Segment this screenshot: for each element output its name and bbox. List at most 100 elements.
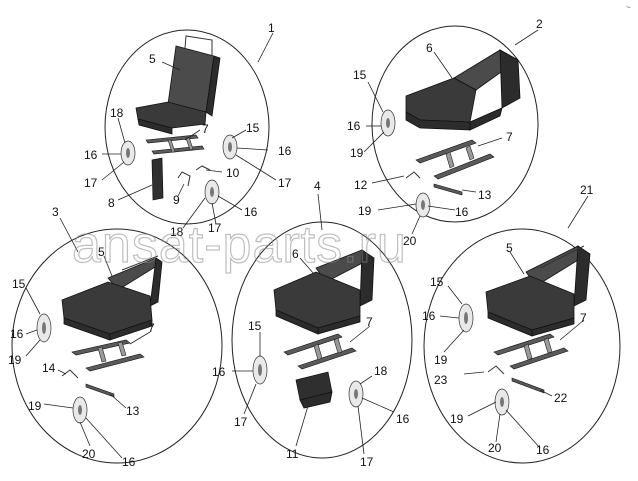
label-16-right: 16 (396, 412, 410, 426)
label-5: 5 (506, 241, 513, 255)
panel-8 (151, 157, 164, 201)
label-16-left: 16 (84, 148, 98, 162)
assembly-1: 1 5 7 18 15 16 16 17 17 10 8 9 16 18 17 (84, 21, 292, 239)
label-19-bottom: 19 (358, 204, 372, 218)
label-15: 15 (12, 277, 26, 291)
label-13: 13 (126, 404, 140, 418)
label-16: 16 (10, 327, 24, 341)
side-cover-3-left (36, 313, 52, 343)
label-16-bottom: 16 (122, 455, 136, 469)
assembly-4-outline (231, 221, 413, 459)
label-15: 15 (430, 275, 444, 289)
label-18-bottom: 18 (170, 225, 184, 239)
label-16-bottom: 16 (536, 443, 550, 457)
label-5: 5 (98, 245, 105, 259)
assembly-4: 4 6 15 7 16 17 18 16 11 17 (212, 179, 413, 469)
label-13: 13 (478, 188, 492, 202)
label-9: 9 (173, 193, 180, 207)
side-cover-3-bottom (72, 396, 88, 424)
label-20: 20 (403, 234, 417, 248)
assembly-3-outline (11, 228, 223, 464)
assembly-21: 21 5 15 16 7 19 23 22 19 20 16 (422, 183, 621, 464)
label-15: 15 (248, 319, 262, 333)
seat-1 (135, 35, 221, 135)
side-cover-1-bottom (204, 179, 220, 205)
label-16: 16 (422, 309, 436, 323)
corner-mark: ~ (626, 3, 631, 12)
side-cover-4-left (252, 355, 268, 385)
bracket-12 (405, 171, 421, 179)
label-10: 10 (226, 166, 240, 180)
label-16-bottom: 16 (244, 205, 258, 219)
seat-frame-1 (145, 134, 205, 155)
label-20: 20 (82, 447, 96, 461)
label-14: 14 (42, 361, 56, 375)
seat-3 (61, 255, 163, 341)
label-17-bottom: 17 (360, 455, 374, 469)
bracket-10 (195, 165, 211, 171)
side-cover-2-bottom (415, 192, 431, 218)
label-7: 7 (506, 130, 513, 144)
label-19: 19 (350, 146, 364, 160)
side-cover-4-right (348, 380, 364, 408)
cover-11 (295, 371, 333, 409)
label-7: 7 (580, 311, 587, 325)
label-6: 6 (292, 247, 299, 261)
seat-frame-21 (493, 333, 569, 370)
label-17-left: 17 (84, 176, 98, 190)
label-7: 7 (366, 315, 373, 329)
side-cover-1-right (222, 134, 238, 160)
label-19-bottom: 19 (28, 399, 42, 413)
label-16: 16 (347, 119, 361, 133)
label-5: 5 (149, 52, 156, 66)
label-20: 20 (488, 441, 502, 455)
label-4: 4 (314, 179, 321, 193)
label-3: 3 (52, 205, 59, 219)
watermark-text: ansat-parts.ru (72, 216, 407, 274)
label-16-bottom: 16 (455, 205, 469, 219)
bracket-14 (61, 369, 79, 379)
assembly-2: 2 6 15 16 19 7 12 13 19 16 20 (347, 17, 543, 248)
bracket-9 (177, 171, 191, 187)
strip-13-c (85, 383, 115, 398)
assembly-3: 3 5 15 16 19 7 14 13 19 20 16 (8, 205, 223, 469)
seat-frame-4 (283, 333, 357, 370)
assembly-1-outline (104, 29, 270, 225)
label-2: 2 (536, 17, 543, 31)
label-16-right: 16 (278, 144, 292, 158)
label-17: 17 (234, 415, 248, 429)
label-17-right: 17 (278, 176, 292, 190)
side-cover-1-left (120, 140, 136, 166)
label-18: 18 (374, 364, 388, 378)
label-18: 18 (110, 106, 124, 120)
assembly-21-outline (423, 228, 621, 464)
seat-frame-2 (415, 139, 495, 180)
assembly-2-outline (371, 25, 539, 223)
label-19: 19 (434, 353, 448, 367)
seat-2 (405, 49, 521, 131)
label-19: 19 (8, 353, 22, 367)
label-17-bottom: 17 (208, 221, 222, 235)
seat-4 (273, 249, 375, 335)
side-cover-21-left (458, 303, 474, 333)
seat-frame-3 (71, 339, 145, 372)
strip-22 (511, 377, 545, 394)
label-19-bottom: 19 (450, 412, 464, 426)
label-15: 15 (246, 121, 260, 135)
side-cover-21-bottom (494, 388, 510, 416)
label-16: 16 (212, 365, 226, 379)
label-12: 12 (354, 178, 368, 192)
label-15: 15 (353, 68, 367, 82)
label-7: 7 (148, 321, 155, 335)
strip-13 (433, 183, 463, 196)
seat-21 (485, 245, 591, 337)
label-6: 6 (426, 41, 433, 55)
label-1: 1 (268, 21, 275, 35)
label-21: 21 (580, 183, 594, 197)
label-23: 23 (434, 373, 448, 387)
label-22: 22 (554, 391, 568, 405)
label-11: 11 (286, 447, 299, 461)
side-cover-2-left (380, 109, 396, 137)
label-7: 7 (202, 122, 209, 136)
